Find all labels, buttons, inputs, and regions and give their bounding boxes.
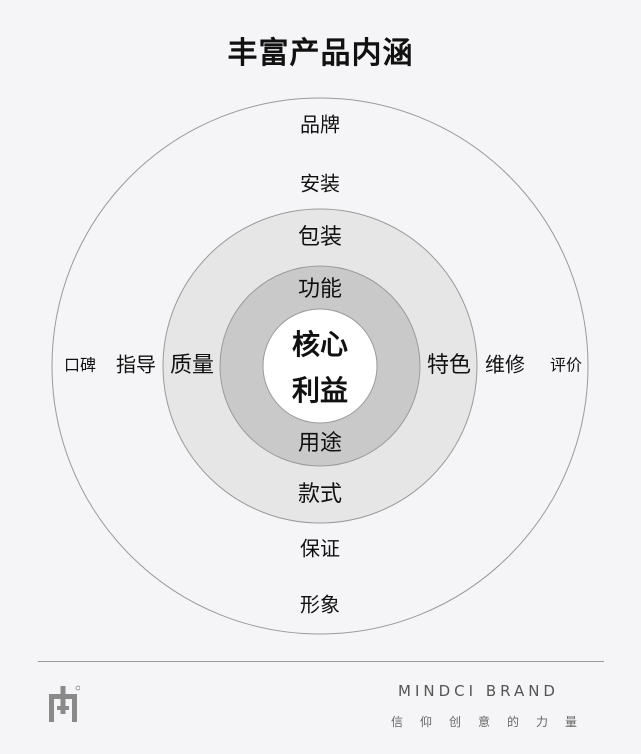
inner-label-top: 功能	[298, 277, 342, 302]
middle-label-bottom: 款式	[298, 482, 342, 507]
brand-slogan: 信仰创意的力量	[390, 715, 594, 729]
footer-divider	[38, 661, 604, 662]
outer-label-left2: 指导	[116, 353, 156, 377]
outer-label-top: 品牌	[300, 113, 340, 137]
core-label-line1: 核心	[292, 328, 348, 361]
middle-label-top: 包装	[298, 225, 342, 250]
middle-label-right: 特色	[427, 353, 471, 378]
core-circle	[262, 308, 378, 424]
outer-label-top2: 安装	[300, 172, 340, 196]
outer-label-right: 评价	[550, 356, 582, 375]
brand-logo-icon	[49, 685, 80, 722]
brand-name: MINDCI BRAND	[398, 682, 559, 700]
middle-label-left: 质量	[170, 353, 214, 378]
page-title: 丰富产品内涵	[227, 36, 414, 71]
inner-label-bottom: 用途	[298, 431, 342, 456]
outer-label-left: 口碑	[64, 356, 96, 375]
outer-label-bottom2: 保证	[300, 537, 340, 561]
core-label-line2: 利益	[292, 374, 348, 407]
outer-label-bottom: 形象	[300, 593, 340, 617]
outer-label-right2: 维修	[485, 353, 525, 377]
